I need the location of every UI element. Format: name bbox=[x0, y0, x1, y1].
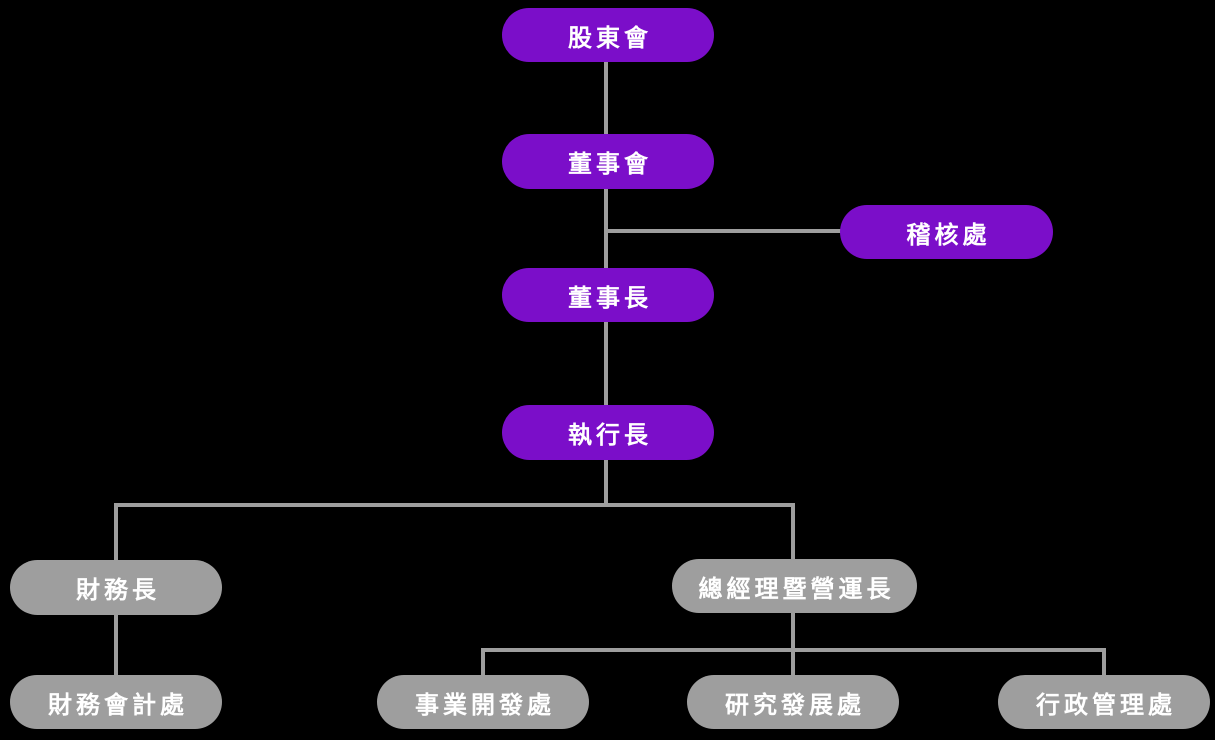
connector-branch-cfo bbox=[114, 503, 118, 562]
connector-branch-administration bbox=[1102, 648, 1106, 677]
connector-branch-research-development bbox=[791, 648, 795, 677]
connector-shareholders-board bbox=[604, 60, 608, 136]
connector-cfo-finance-accounting bbox=[114, 613, 118, 677]
org-node-research-development-office: 研究發展處 bbox=[687, 675, 899, 729]
org-node-chairman: 董事長 bbox=[502, 268, 714, 322]
org-node-finance-accounting-office: 財務會計處 bbox=[10, 675, 222, 729]
org-node-label: 執行長 bbox=[568, 421, 652, 449]
org-node-gm-coo: 總經理暨營運長 bbox=[672, 559, 917, 613]
org-node-label: 財務長 bbox=[76, 576, 160, 604]
org-node-label: 稽核處 bbox=[906, 220, 991, 249]
connector-ceo-branch-stub bbox=[604, 458, 608, 507]
org-node-label: 事業開發處 bbox=[415, 690, 555, 719]
connector-chairman-ceo bbox=[604, 320, 608, 407]
connector-ceo-branch-bar bbox=[114, 503, 795, 507]
org-node-administration-office: 行政管理處 bbox=[998, 675, 1210, 729]
org-node-label: 董事會 bbox=[568, 150, 652, 178]
org-node-label: 董事長 bbox=[568, 283, 652, 312]
org-node-label: 股東會 bbox=[568, 23, 652, 52]
connector-branch-business-development bbox=[481, 648, 485, 677]
org-node-shareholders-meeting: 股東會 bbox=[502, 8, 714, 62]
connector-board-chairman bbox=[604, 187, 608, 270]
org-node-business-development-office: 事業開發處 bbox=[377, 675, 589, 729]
connector-board-audit bbox=[604, 229, 844, 233]
org-node-ceo: 執行長 bbox=[502, 405, 714, 460]
org-node-label: 行政管理處 bbox=[1036, 690, 1176, 719]
org-node-cfo: 財務長 bbox=[10, 560, 222, 615]
org-node-label: 總經理暨營運長 bbox=[698, 574, 895, 603]
connector-branch-gm-coo bbox=[791, 503, 795, 561]
connector-gm-branch-stub bbox=[791, 611, 795, 652]
org-node-board-of-directors: 董事會 bbox=[502, 134, 714, 189]
org-node-audit-office: 稽核處 bbox=[840, 205, 1053, 259]
org-node-label: 財務會計處 bbox=[48, 690, 188, 719]
org-node-label: 研究發展處 bbox=[725, 690, 865, 719]
